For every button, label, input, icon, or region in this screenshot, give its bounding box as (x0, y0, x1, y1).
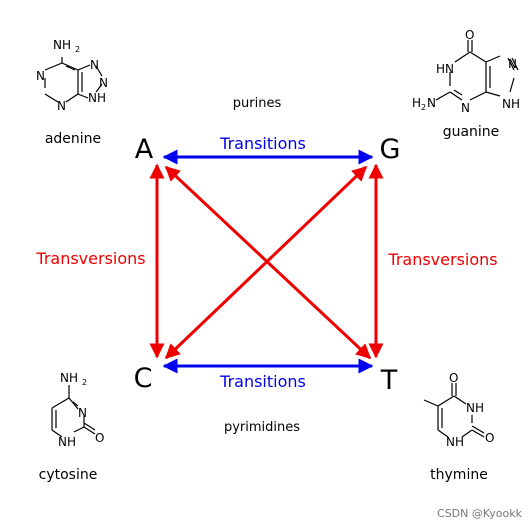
guanine-name: guanine (443, 124, 500, 140)
pyrimidines-label: pyrimidines (224, 420, 300, 435)
svg-text:2: 2 (82, 378, 87, 387)
svg-text:NH: NH (58, 435, 76, 449)
svg-text:N: N (78, 406, 87, 420)
svg-text:NH: NH (502, 97, 520, 111)
svg-text:H: H (412, 96, 421, 110)
svg-text:N: N (461, 101, 470, 115)
svg-text:NH: NH (88, 91, 106, 105)
svg-text:O: O (485, 431, 494, 445)
svg-text:HN: HN (436, 62, 454, 76)
svg-text:N: N (90, 58, 99, 72)
cytosine-name: cytosine (39, 467, 98, 483)
transversion-arrow-g-c (164, 165, 368, 360)
svg-text:2: 2 (421, 103, 426, 112)
svg-text:NH: NH (446, 435, 464, 449)
svg-text:O: O (95, 431, 104, 445)
arrows (149, 149, 384, 374)
guanine-structure (435, 40, 519, 101)
adenine-structure (44, 57, 103, 103)
thymine-structure (423, 383, 485, 438)
node-t: T (380, 365, 398, 396)
adenine-labels: NH 2 N N N N NH (36, 38, 108, 113)
thymine-name: thymine (430, 467, 488, 483)
guanine-labels: O HN N N NH H 2 N (412, 28, 520, 115)
purines-label: purines (233, 96, 282, 111)
node-a: A (135, 134, 154, 165)
svg-text:NH: NH (466, 401, 484, 415)
cytosine-structure (51, 385, 96, 438)
node-c: C (134, 363, 153, 394)
watermark: CSDN @Kyookk (437, 507, 523, 520)
svg-text:N: N (427, 96, 436, 110)
svg-text:NH: NH (53, 38, 71, 52)
cytosine-labels: NH 2 N NH O (58, 371, 104, 449)
node-g: G (380, 134, 401, 165)
svg-text:O: O (449, 371, 458, 385)
transitions-label-bottom: Transitions (219, 372, 306, 391)
svg-text:O: O (465, 28, 474, 42)
adenine-name: adenine (45, 131, 101, 147)
svg-text:N: N (508, 57, 517, 71)
thymine-labels: O O NH NH (446, 371, 494, 449)
svg-text:N: N (36, 69, 45, 83)
svg-text:N: N (99, 76, 108, 90)
svg-text:N: N (57, 99, 66, 113)
svg-text:2: 2 (75, 45, 80, 54)
svg-text:NH: NH (60, 371, 78, 385)
transitions-label-top: Transitions (219, 134, 306, 153)
transversions-label-left: Transversions (35, 249, 145, 268)
transversions-label-right: Transversions (387, 250, 497, 269)
